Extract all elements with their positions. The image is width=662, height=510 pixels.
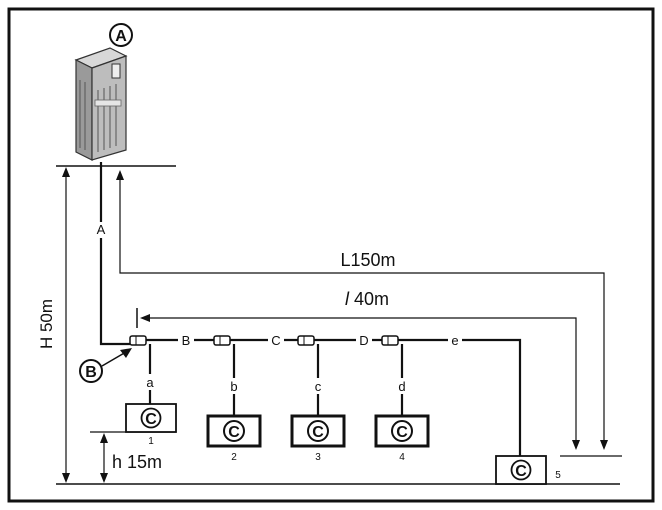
total-length-dimension <box>116 170 608 450</box>
main-pipe-label: A <box>97 222 106 237</box>
indoor-unit-5-letter: C <box>515 463 527 480</box>
branch-kit-2-icon <box>213 335 231 346</box>
indoor-unit-2-number: 2 <box>231 452 237 463</box>
indoor-unit-3-number: 3 <box>315 452 321 463</box>
branch-kit-1-icon <box>129 335 147 346</box>
height-dimension <box>62 167 70 483</box>
branch-kit-4-icon <box>381 335 399 346</box>
diagram-frame <box>7 7 655 503</box>
outdoor-unit-marker: A <box>109 23 133 47</box>
indoor-unit-5: C <box>495 455 547 485</box>
indoor-unit-3: C <box>290 414 346 448</box>
header-pipe <box>130 338 522 460</box>
indoor-unit-1-number: 1 <box>148 436 154 447</box>
indoor-height-dimension <box>100 433 108 483</box>
branch-length-label: l 40m <box>345 289 389 309</box>
indoor-unit-1-letter: C <box>145 411 157 428</box>
indoor-unit-2: C <box>206 414 262 448</box>
indoor-unit-2-letter: C <box>228 424 240 441</box>
indoor-unit-4: C <box>374 414 430 448</box>
branch-pipe-label-c: c <box>315 379 322 394</box>
indoor-height-label: h 15m <box>112 452 162 472</box>
indoor-unit-4-number: 4 <box>399 452 405 463</box>
height-label: H 50m <box>37 299 56 349</box>
indoor-unit-1: C <box>125 403 177 433</box>
branch-pipe-label-a: a <box>146 375 154 390</box>
segment-label-c: C <box>271 333 280 348</box>
branch-length-value: 40m <box>349 289 389 309</box>
outdoor-unit-icon <box>74 47 128 161</box>
segment-label-b: B <box>182 333 191 348</box>
branch-kit-letter: B <box>85 364 97 381</box>
total-length-label: L150m <box>340 250 395 270</box>
branch-kit-3-icon <box>297 335 315 346</box>
indoor-unit-3-letter: C <box>312 424 324 441</box>
branch-kit-marker: B <box>79 348 132 383</box>
segment-label-e: e <box>451 333 458 348</box>
indoor-unit-4-letter: C <box>396 424 408 441</box>
indoor-unit-5-number: 5 <box>555 470 561 481</box>
branch-pipe-label-b: b <box>230 379 237 394</box>
branch-pipe-label-d: d <box>398 379 405 394</box>
main-pipe <box>99 162 130 346</box>
outdoor-unit-letter: A <box>115 28 127 45</box>
segment-label-d: D <box>359 333 368 348</box>
branch-length-symbol: l <box>345 289 350 309</box>
branch-length-dimension <box>136 308 580 450</box>
